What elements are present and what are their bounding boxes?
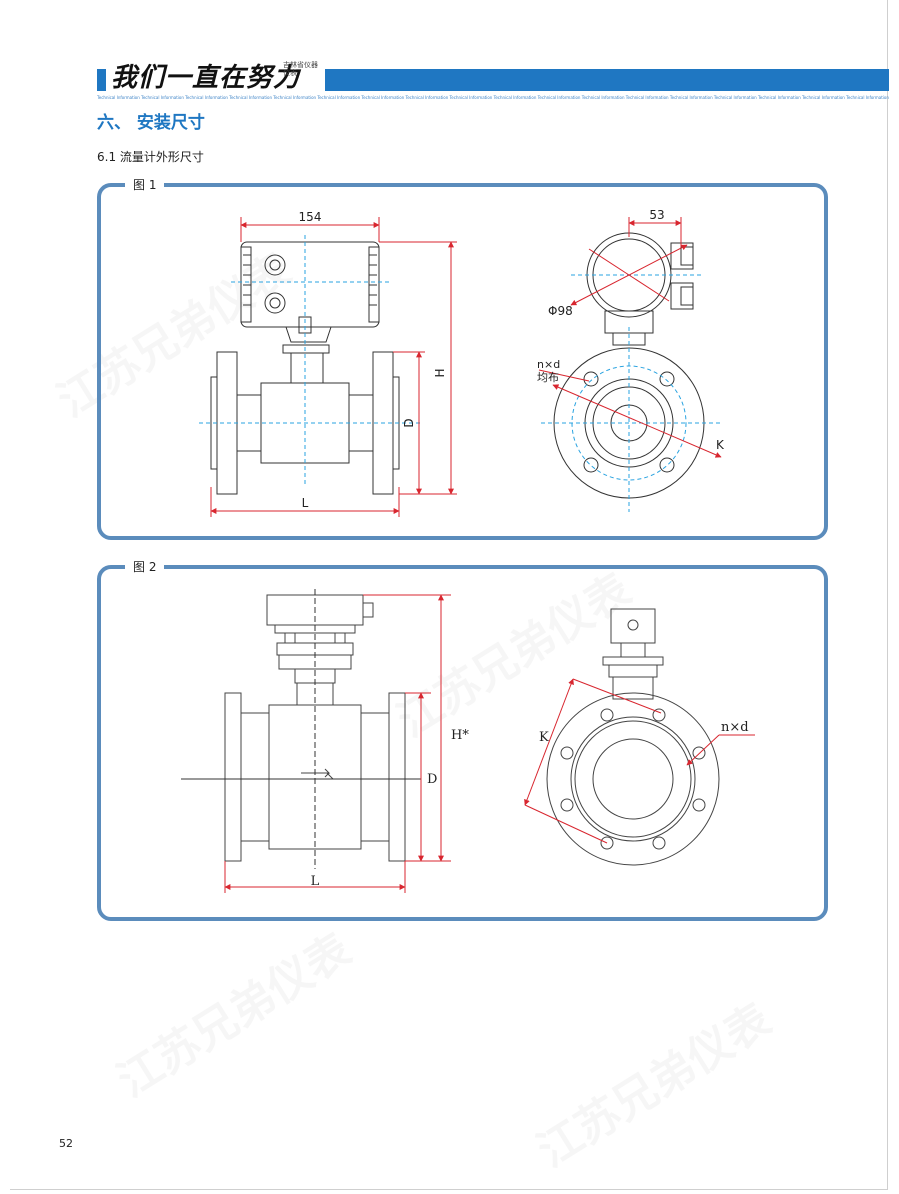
- dim-D-label-2: D: [427, 772, 437, 787]
- side-centerlines-2: [181, 589, 421, 869]
- dim-D-label: D: [402, 418, 416, 427]
- page-number: 52: [59, 1137, 73, 1150]
- slogan: 我们一直在努力: [111, 63, 301, 93]
- figure-1-drawing: 154 L H D: [199, 208, 725, 517]
- header-bar: [325, 69, 889, 91]
- figure-2-drawing: H* D L K n×d: [181, 589, 755, 893]
- dim-width-label: 154: [299, 210, 322, 224]
- subsection-title: 6.1 流量计外形尺寸: [97, 150, 204, 164]
- figure-2-label: 图 2: [125, 558, 165, 575]
- dim-phi98-label: Φ98: [548, 304, 573, 318]
- dim-K-label-2: K: [539, 730, 549, 745]
- page-header: 我们一直在努力 吉林省仪器仪表 Technical Information Te…: [97, 55, 889, 105]
- dim-L-label-2: L: [311, 874, 320, 889]
- dim-H-label-2: H*: [451, 728, 469, 743]
- section-title: 六、 安装尺寸: [97, 113, 205, 133]
- figure-1-frame: 图 1: [97, 176, 828, 540]
- end-dimensions: [538, 217, 722, 458]
- figure-1-label: 图 1: [125, 176, 165, 193]
- figure-2-frame: 图 2: [97, 558, 828, 921]
- side-dimensions-2: [224, 594, 451, 893]
- side-centerlines: [199, 235, 421, 487]
- end-dimensions-2: [524, 678, 755, 844]
- dim-K-label: K: [716, 438, 725, 452]
- dim-nxd-label-2: n×d: [721, 720, 749, 735]
- header-mark: [97, 69, 106, 91]
- header-strip: Technical Information Technical Informat…: [97, 95, 889, 100]
- dim-L-label: L: [302, 496, 309, 510]
- side-dimensions: [210, 217, 457, 517]
- slogan-seal: 吉林省仪器仪表: [283, 61, 318, 77]
- dim-53-label: 53: [649, 208, 664, 222]
- dim-even-label: 均布: [537, 371, 559, 384]
- end-view-2: [546, 608, 720, 866]
- dim-H-label: H: [433, 368, 447, 377]
- page-border: [10, 0, 888, 1190]
- dim-nxd-label: n×d: [537, 358, 560, 371]
